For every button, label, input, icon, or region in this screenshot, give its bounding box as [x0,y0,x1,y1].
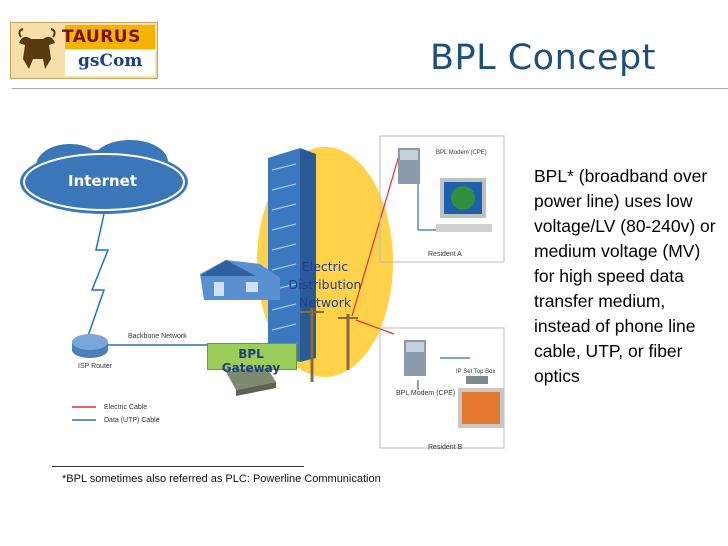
settop-label: IP Set Top Box [456,369,496,375]
modem-a-label: BPL Modem (CPE) [436,150,487,156]
bull-icon [18,28,56,69]
footnote: *BPL sometimes also referred as PLC: Pow… [62,473,381,485]
power-pole-icon [300,308,358,382]
tv-icon [458,376,504,428]
modem-b-icon [404,340,426,376]
gateway-label: BPL Gateway [221,347,281,375]
backbone-label: Backbone Network [128,333,187,340]
logo-text-taurus: TAURUS [62,27,141,47]
edn-label-line2: Distribution [288,277,362,292]
computer-icon [436,178,492,232]
network-diagram [20,135,505,449]
gateway-device-icon [226,366,276,396]
legend-electric-label: Electric Cable [104,404,148,411]
electric-cable-b [355,319,395,335]
resident-a-box [379,135,505,263]
title-underline [12,88,728,89]
edn-label-line3: Network [298,295,352,310]
router-label: ISP Router [78,363,113,370]
internet-label: Internet [68,172,138,190]
modem-a-icon [398,148,420,184]
modem-b-label: BPL Modem (CPE) [396,390,456,397]
footnote-rule [52,466,304,467]
logo-text-gscom: gsCom [78,51,143,71]
router-icon [72,334,108,358]
bullet-text: BPL* (broadband over power line) uses lo… [534,166,716,386]
internet-cloud-icon [20,140,188,214]
resident-a-label: Resident A [428,251,462,258]
edn-label-line1: Electric [301,259,349,274]
edn-label: Electric Distribution Network [280,258,370,312]
company-logo [10,22,158,79]
building-icon [268,148,316,362]
house-icon [200,260,280,300]
slide-title: BPL Concept [430,38,656,78]
gateway-label-box [207,343,297,370]
resident-b-label: Resident B [428,444,463,451]
legend-data-label: Data (UTP) Cable [104,417,160,424]
wireless-link [87,213,110,337]
